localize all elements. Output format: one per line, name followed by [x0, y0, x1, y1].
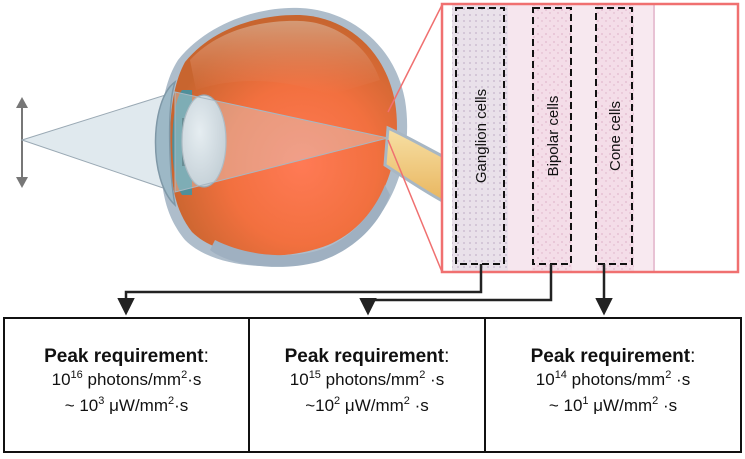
lens: [181, 94, 227, 188]
retina-zoom-panel: Ganglion cells Bipolar cells Cone cells: [440, 2, 740, 274]
arrow-bipolar: [359, 264, 553, 316]
requirement-title: Peak requirement:: [284, 346, 450, 367]
power-requirement: ~102 μW/mm2 ·s: [305, 395, 429, 415]
ganglion-cells-label: Ganglion cells: [473, 89, 490, 183]
focused-rays: [174, 91, 389, 193]
cone-cells-label: Cone cells: [607, 101, 624, 171]
arrow-ganglion: [117, 264, 483, 316]
bipolar-requirement-box: Peak requirement: 1015 photons/mm2 ·s ~1…: [248, 317, 486, 453]
front-of-eye: [154, 80, 227, 208]
requirement-title: Peak requirement:: [530, 346, 696, 367]
cone-requirement-box: Peak requirement: 1014 photons/mm2 ·s ~ …: [484, 317, 742, 453]
photon-requirement: 1016 photons/mm2·s: [51, 369, 202, 389]
cone-cells-box: [595, 7, 633, 265]
optic-nerve: [383, 125, 452, 208]
bipolar-cells-label: Bipolar cells: [545, 96, 562, 177]
photon-requirement: 1015 photons/mm2 ·s: [289, 369, 445, 389]
ganglion-requirement-box: Peak requirement: 1016 photons/mm2·s ~ 1…: [3, 317, 250, 453]
photon-requirement: 1014 photons/mm2 ·s: [535, 369, 691, 389]
object-double-arrow: [16, 97, 28, 188]
power-requirement: ~ 103 μW/mm2·s: [64, 395, 189, 415]
light-cone: [20, 91, 176, 193]
power-requirement: ~ 101 μW/mm2 ·s: [548, 395, 678, 415]
eyeball: [160, 7, 408, 267]
zoom-line-top: [387, 4, 443, 113]
ganglion-cells-box: [455, 7, 505, 265]
requirement-title: Peak requirement:: [44, 346, 209, 367]
zoom-line-bottom: [387, 139, 443, 273]
